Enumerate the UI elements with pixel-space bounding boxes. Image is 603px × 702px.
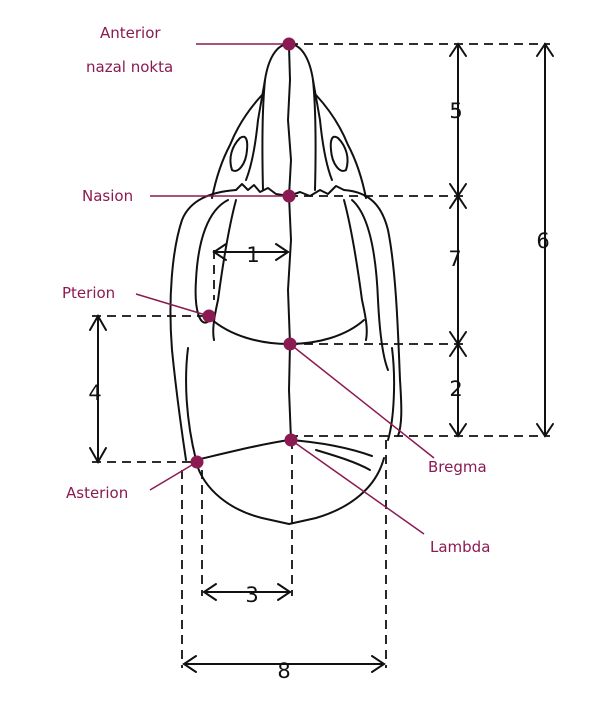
incisive-foramen-right (331, 137, 348, 171)
leader-bregma (290, 344, 434, 458)
measure-1: 1 (246, 243, 259, 267)
nasal-inner-right (313, 80, 316, 190)
skull-outline (170, 44, 401, 524)
landmark-labels: Anterior nazal nokta Nasion Pterion Aste… (62, 24, 490, 556)
zygomatic-arch-left (170, 190, 236, 460)
measure-3: 3 (245, 583, 258, 607)
label-pterion: Pterion (62, 284, 115, 302)
label-asterion: Asterion (66, 484, 128, 502)
incisive-foramen-left (230, 137, 247, 171)
braincase-right (344, 200, 367, 340)
label-anterior-line2: nazal nokta (86, 58, 173, 76)
measure-4: 4 (88, 381, 101, 405)
measurement-numbers: 1 2 3 4 5 6 7 8 (88, 99, 549, 683)
measure-6: 6 (536, 229, 549, 253)
anterior-point (283, 38, 296, 51)
lambdoid-suture (196, 440, 372, 460)
nasal-inner-left (262, 80, 265, 190)
measure-7: 7 (448, 247, 461, 271)
interparietal (196, 458, 384, 524)
leader-asterion (150, 462, 197, 490)
braincase-left (213, 200, 236, 340)
snout-outline-right (289, 44, 332, 180)
leader-pterion (136, 294, 209, 316)
sagittal-suture (288, 46, 291, 440)
zygomatic-arch-right (344, 190, 401, 436)
bregma-point (284, 338, 297, 351)
nasion-point (283, 190, 296, 203)
snout-outline (246, 44, 289, 180)
label-nasion: Nasion (82, 187, 133, 205)
lambda-point (285, 434, 298, 447)
label-lambda: Lambda (430, 538, 490, 556)
parietal-left (186, 348, 196, 460)
asterion-point (191, 456, 204, 469)
measurement-guides (92, 44, 550, 668)
label-bregma: Bregma (428, 458, 487, 476)
landmark-leaders (136, 44, 434, 534)
measure-2: 2 (449, 377, 462, 401)
measure-5: 5 (449, 99, 462, 123)
label-anterior-line1: Anterior (100, 24, 161, 42)
measure-8: 8 (277, 659, 290, 683)
pterion-point (203, 310, 216, 323)
